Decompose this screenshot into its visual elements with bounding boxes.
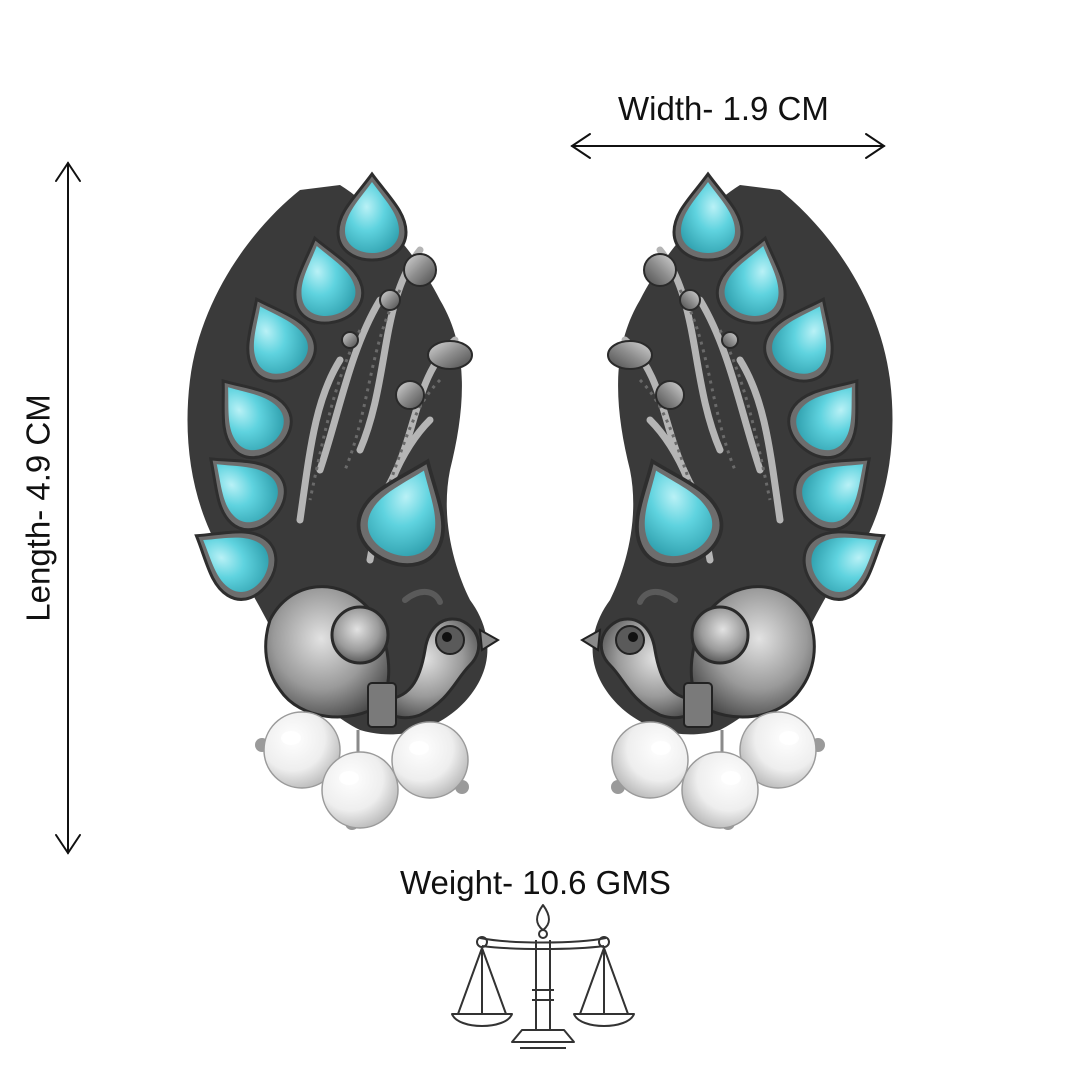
- length-arrow-icon: [55, 161, 81, 855]
- left-earring: [178, 174, 498, 830]
- weight-label: Weight- 10.6 GMS: [400, 864, 671, 901]
- balance-scale-icon: [451, 904, 635, 1049]
- length-label: Length- 4.9 CM: [19, 394, 57, 622]
- right-earring: [582, 174, 902, 830]
- width-arrow-icon: [570, 133, 886, 159]
- width-label: Width- 1.9 CM: [618, 90, 829, 127]
